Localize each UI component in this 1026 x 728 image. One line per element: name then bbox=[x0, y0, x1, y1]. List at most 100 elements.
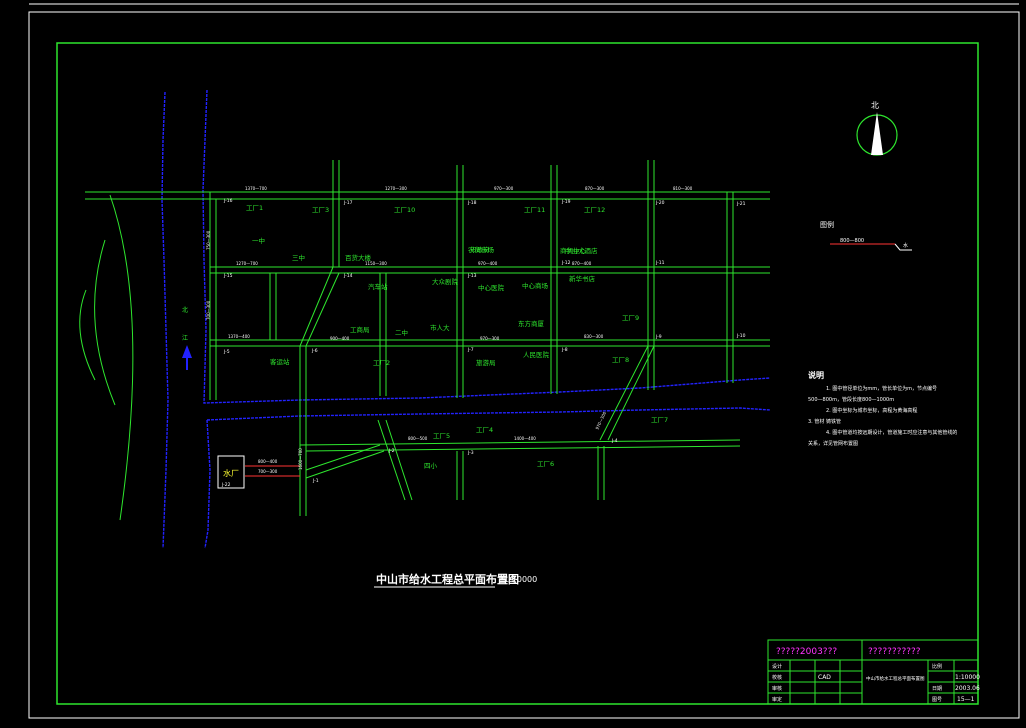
trunk-main bbox=[245, 465, 300, 477]
tb-scale-value: 1:10000 bbox=[955, 674, 980, 681]
tb-name-cell: 中山市给水工程总平面布置图 bbox=[866, 675, 925, 682]
district-label: 汽车站 bbox=[368, 282, 388, 291]
node-label: J-5 bbox=[223, 349, 230, 355]
tb-scale-label: 比例 bbox=[932, 663, 942, 670]
outer-frame bbox=[28, 11, 1020, 719]
district-label: 市人大 bbox=[430, 323, 450, 332]
drawing-scale: 1:10000 bbox=[504, 575, 537, 584]
pipe-label: 970—300 bbox=[480, 336, 500, 341]
node-label: J-4 bbox=[611, 438, 618, 444]
legend-hook bbox=[894, 243, 912, 251]
node-label: J-9 bbox=[655, 334, 662, 340]
tb-row-2: 校核 bbox=[772, 674, 782, 681]
district-label: 工商局 bbox=[350, 325, 370, 334]
district-label: 工厂12 bbox=[584, 206, 605, 214]
district-label: 市政府 bbox=[470, 245, 490, 254]
node-label: J-1 bbox=[312, 478, 319, 484]
pipe-label: 870—400 bbox=[572, 261, 592, 266]
pipe-label: 970—400 bbox=[478, 261, 498, 266]
node-label: J-22 bbox=[221, 482, 231, 488]
tb-row-1: 设计 bbox=[772, 663, 782, 670]
pipe-label: 830—300 bbox=[584, 334, 604, 339]
pipe-label: 700—300 bbox=[206, 300, 211, 320]
plant-label: 水厂 bbox=[223, 468, 239, 478]
node-label: J-20 bbox=[655, 200, 665, 206]
legend-item: 800—800 bbox=[840, 238, 864, 244]
district-label: 工厂8 bbox=[612, 356, 629, 364]
district-label: 四小 bbox=[424, 461, 438, 470]
tb-date-label: 日期 bbox=[932, 686, 942, 692]
river-arrow bbox=[182, 345, 192, 370]
district-label: 工厂5 bbox=[433, 432, 450, 440]
tb-sheet-label: 图号 bbox=[932, 697, 942, 703]
node-label: J-19 bbox=[561, 199, 571, 205]
pipe-label: 870—300 bbox=[585, 186, 605, 191]
pipe-label: 1600—700 bbox=[298, 448, 303, 470]
tb-date-value: 2003.06 bbox=[955, 685, 980, 692]
pipe-label: 750—300 bbox=[206, 230, 211, 250]
district-label: 工厂1 bbox=[246, 204, 263, 212]
note-line: 1. 图中管径单位为mm，管长单位为m，节点编号 bbox=[826, 385, 937, 392]
inner-frame bbox=[56, 42, 979, 705]
pipe-label: 970—300 bbox=[494, 186, 514, 191]
legend-item-b: 水 bbox=[903, 242, 908, 249]
pipe-label: 1270—700 bbox=[236, 261, 258, 266]
district-label: 工厂11 bbox=[524, 206, 545, 214]
notes: 1. 图中管径单位为mm，管长单位为m，节点编号 500—800m，管段长度800… bbox=[808, 385, 957, 447]
district-label: 工厂7 bbox=[651, 416, 668, 424]
district-label: 工厂2 bbox=[373, 359, 390, 367]
district-label: 工厂6 bbox=[537, 460, 554, 468]
node-label: J-13 bbox=[467, 273, 477, 279]
district-label: 工厂9 bbox=[622, 314, 639, 322]
node-label: J-16 bbox=[223, 198, 233, 204]
district-label: 中心商场 bbox=[522, 281, 549, 290]
district-label: 工厂10 bbox=[394, 206, 415, 214]
node-label: J-15 bbox=[223, 273, 233, 279]
river-label-1: 北 bbox=[182, 306, 188, 314]
note-line: 500—800m，管段长度800—1000m bbox=[808, 396, 894, 403]
district-label: 人民医院 bbox=[523, 350, 550, 359]
district-label: 东方商厦 bbox=[518, 319, 545, 328]
district-label: 二中 bbox=[395, 328, 408, 337]
roads bbox=[85, 160, 770, 516]
district-label: 商贸中心 bbox=[560, 246, 587, 255]
district-label: 农贸市场 bbox=[468, 245, 495, 254]
node-label: J-2 bbox=[388, 448, 395, 454]
district-label: 中山大酒店 bbox=[565, 246, 598, 255]
node-label: J-6 bbox=[311, 348, 318, 354]
river-label-2: 江 bbox=[182, 335, 188, 342]
district-label: 工厂4 bbox=[476, 426, 493, 434]
legend-label: 图例 bbox=[820, 220, 834, 229]
district-label: 三中 bbox=[292, 253, 305, 262]
north-label: 北 bbox=[871, 101, 879, 110]
pipe-label: 900—400 bbox=[330, 336, 350, 341]
pipe-label: 1370—400 bbox=[228, 334, 250, 339]
notes-title: 说明 bbox=[808, 370, 824, 380]
tb-row-3: 审核 bbox=[772, 685, 782, 692]
drawing-title: 中山市给水工程总平面布置图 bbox=[376, 572, 519, 586]
pipe-label: 800—500 bbox=[408, 436, 428, 441]
river bbox=[161, 89, 771, 549]
district-label: 旅游局 bbox=[476, 358, 496, 367]
tb-drawing-name: ??????????? bbox=[868, 647, 921, 657]
district-label: 客运站 bbox=[270, 357, 290, 366]
node-label: J-8 bbox=[561, 347, 568, 353]
pipe-label: 1400—400 bbox=[514, 436, 536, 441]
district-label: 百货大楼 bbox=[345, 253, 372, 262]
water-plant bbox=[217, 455, 245, 489]
district-label: 新华书店 bbox=[569, 274, 596, 283]
tb-row-4: 审定 bbox=[772, 696, 782, 703]
district-label: 一中 bbox=[252, 236, 265, 245]
note-line: 关系，详见管网布置图 bbox=[808, 440, 858, 447]
tb-cad: CAD bbox=[818, 674, 831, 681]
contours bbox=[79, 194, 134, 521]
note-line: 2. 图中坐标为城市坐标，高程为黄海高程 bbox=[826, 407, 917, 414]
pipe-label: 810—300 bbox=[673, 186, 693, 191]
district-label: 中心医院 bbox=[478, 283, 505, 292]
note-line: 3. 管材 铸铁管 bbox=[808, 418, 841, 425]
node-label: J-12 bbox=[561, 260, 571, 266]
node-label: J-18 bbox=[467, 200, 477, 206]
